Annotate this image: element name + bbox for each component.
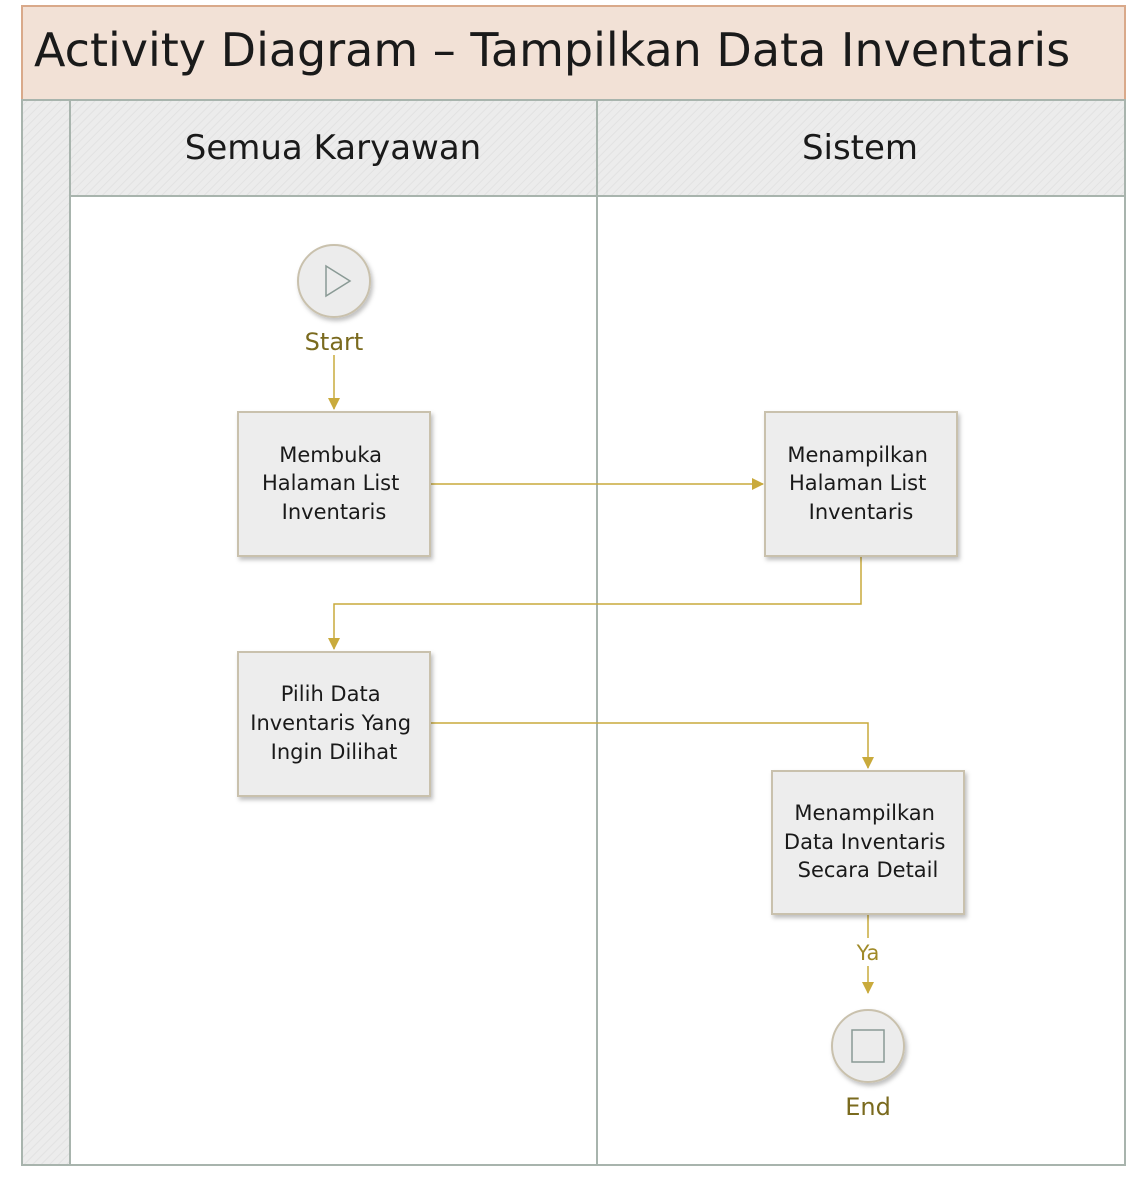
lane-title-semua-karyawan: Semua Karyawan — [185, 128, 481, 168]
lane-title-sistem: Sistem — [802, 128, 918, 168]
activity-text: Halaman List — [262, 471, 399, 495]
activity-menampilkan-data-detail: Menampilkan Data Inventaris Secara Detai… — [771, 770, 965, 915]
stop-square-icon — [851, 1029, 885, 1063]
activity-pilih-data-inventaris: Pilih Data Inventaris Yang Ingin Dilihat — [237, 651, 431, 797]
flow-pilih-to-detail — [430, 722, 874, 769]
end-node — [831, 1009, 905, 1083]
pool-label-strip — [21, 99, 71, 1166]
lane-header-right — [596, 99, 1126, 197]
activity-text: Data Inventaris — [784, 830, 946, 854]
lane-header-left — [69, 99, 598, 197]
svg-text:Menampilkan Halaman List: Menampilkan Halaman List Inventaris — [787, 443, 934, 524]
activity-text: Secara Detail — [798, 858, 939, 882]
activity-menampilkan-halaman-list: Menampilkan Halaman List Inventaris — [764, 411, 958, 557]
activity-text: Membuka — [279, 443, 382, 467]
edge-label-ya: Ya — [856, 941, 880, 965]
end-label: End — [845, 1093, 891, 1121]
diagram-title: Activity Diagram – Tampilkan Data Invent… — [34, 23, 1070, 77]
activity-text: Ingin Dilihat — [271, 740, 398, 764]
svg-text:Menampilkan Data Inventa: Menampilkan Data Inventaris Secara Detai… — [784, 801, 952, 882]
play-icon — [325, 264, 352, 298]
start-node — [297, 244, 371, 318]
activity-text: Inventaris — [282, 500, 387, 524]
activity-text: Menampilkan — [787, 443, 928, 467]
activity-membuka-halaman-list: Membuka Halaman List Inventaris — [237, 411, 431, 557]
pool-frame — [21, 5, 1126, 1166]
activity-text: Menampilkan — [794, 801, 935, 825]
activity-text: Halaman List — [789, 471, 926, 495]
flow-menampilkan-to-pilih — [328, 556, 862, 650]
activity-text: Inventaris Yang — [250, 711, 411, 735]
activity-text: Inventaris — [809, 500, 914, 524]
svg-text:Membuka Halaman List: Membuka Halaman List Inventaris — [262, 443, 406, 524]
activity-text: Pilih Data — [281, 682, 381, 706]
start-label: Start — [305, 328, 364, 356]
svg-text:Pilih Data Inventaris Ya: Pilih Data Inventaris Yang Ingin Dilihat — [250, 682, 417, 764]
title-band — [21, 5, 1126, 101]
